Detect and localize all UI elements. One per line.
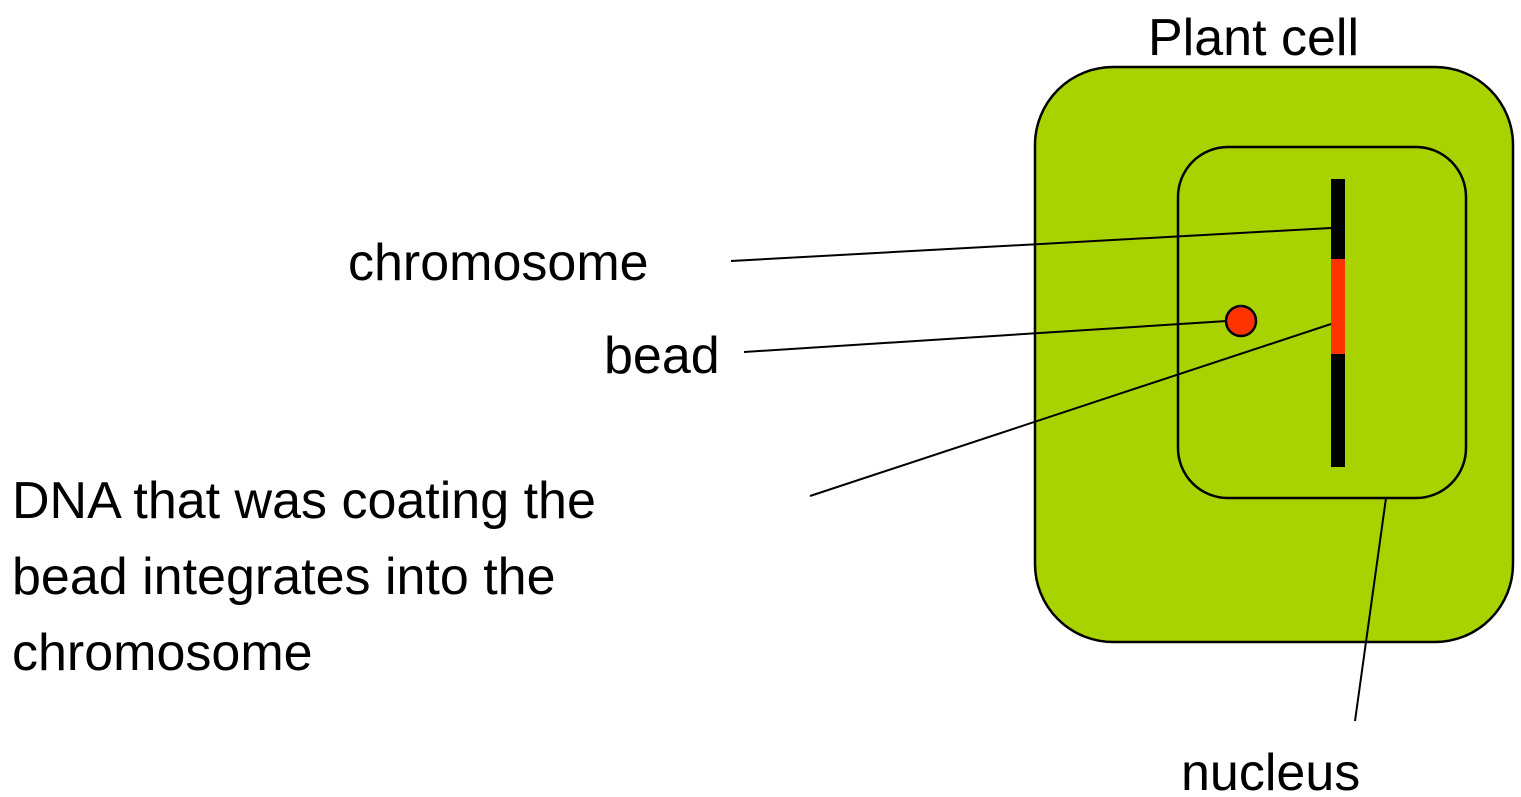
chromosome-label: chromosome bbox=[348, 234, 649, 292]
nucleus-label: nucleus bbox=[1181, 744, 1360, 797]
chromosome-upper-segment bbox=[1331, 179, 1345, 261]
dna-label-line-3: chromosome bbox=[12, 624, 313, 682]
chromosome-lower-segment bbox=[1331, 354, 1345, 467]
bead-circle bbox=[1226, 306, 1256, 336]
plant-cell-label: Plant cell bbox=[1148, 9, 1359, 67]
inserted-dna-segment bbox=[1331, 259, 1345, 356]
bead-label: bead bbox=[604, 327, 720, 385]
dna-label-line-1: DNA that was coating the bbox=[12, 472, 596, 530]
dna-label-line-2: bead integrates into the bbox=[12, 548, 556, 606]
